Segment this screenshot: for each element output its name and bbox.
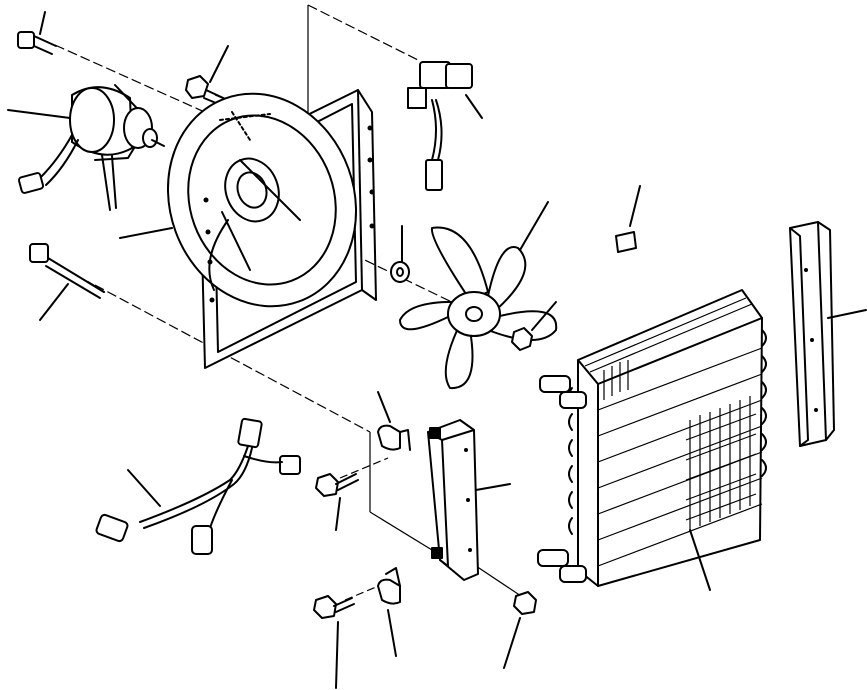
clip-lower [377,567,401,657]
condenser [537,289,767,591]
nut-fan [511,301,557,351]
bolt-mid [315,473,359,531]
label-plate [615,185,641,253]
fan-blade [399,201,558,390]
relay-switch [407,61,483,191]
long-bolt [29,243,105,321]
fan-shroud [119,89,377,369]
wiring-harness [95,417,301,555]
clip-upper [377,391,411,451]
side-bracket [789,221,867,447]
nut-lower [503,591,537,669]
mount-bracket [427,419,511,581]
bolt-lower [313,595,355,689]
bolt-top-left [17,11,57,55]
fan-motor [7,84,165,211]
washer [390,225,410,283]
